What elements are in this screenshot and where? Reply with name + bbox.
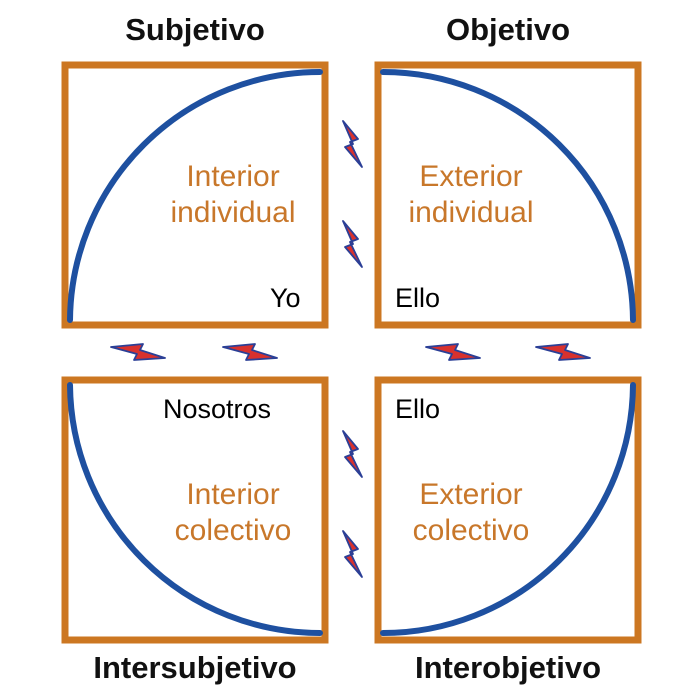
frame-bottom-right bbox=[374, 376, 642, 644]
label-line-2: individual bbox=[408, 196, 534, 229]
label-line-2: colectivo bbox=[412, 514, 530, 547]
label-line-1: Exterior bbox=[419, 160, 523, 193]
label-line-2: colectivo bbox=[174, 514, 292, 547]
lightning-bolt-icon bbox=[222, 343, 278, 361]
arc-bottom-right bbox=[380, 382, 636, 636]
lightning-bolt-icon bbox=[535, 343, 591, 361]
label-line-1: Exterior bbox=[419, 478, 523, 511]
arc-bottom-left bbox=[67, 382, 323, 636]
lightning-bolt-icon bbox=[342, 530, 363, 578]
corner-label-ello-bottom: Ello bbox=[395, 394, 441, 424]
lightning-bolt-icon bbox=[342, 430, 363, 478]
label-line-1: Interior bbox=[186, 160, 280, 193]
lightning-bolt-icon bbox=[425, 343, 481, 361]
frame-bottom-left bbox=[61, 376, 329, 644]
heading-subjetivo: Subjetivo bbox=[125, 12, 265, 47]
lightning-bolt-icon bbox=[342, 120, 363, 168]
lightning-bolt-icon bbox=[110, 343, 166, 361]
corner-label-yo: Yo bbox=[270, 283, 301, 313]
heading-intersubjetivo: Intersubjetivo bbox=[93, 650, 297, 685]
label-exterior-colectivo: Exterior colectivo bbox=[396, 477, 546, 549]
label-interior-colectivo: Interior colectivo bbox=[158, 477, 308, 549]
arc-top-right bbox=[380, 69, 636, 323]
frame-top-left bbox=[61, 61, 329, 329]
heading-interobjetivo: Interobjetivo bbox=[414, 650, 601, 685]
lightning-bolt-icon bbox=[342, 220, 363, 268]
label-exterior-individual: Exterior individual bbox=[396, 159, 546, 231]
label-line-2: individual bbox=[170, 196, 296, 229]
heading-objetivo: Objetivo bbox=[445, 12, 570, 47]
corner-label-ello-top: Ello bbox=[395, 283, 441, 313]
frame-top-right bbox=[374, 61, 642, 329]
arc-top-left bbox=[67, 69, 323, 323]
corner-label-nosotros: Nosotros bbox=[163, 394, 272, 424]
label-line-1: Interior bbox=[186, 478, 280, 511]
label-interior-individual: Interior individual bbox=[158, 159, 308, 231]
